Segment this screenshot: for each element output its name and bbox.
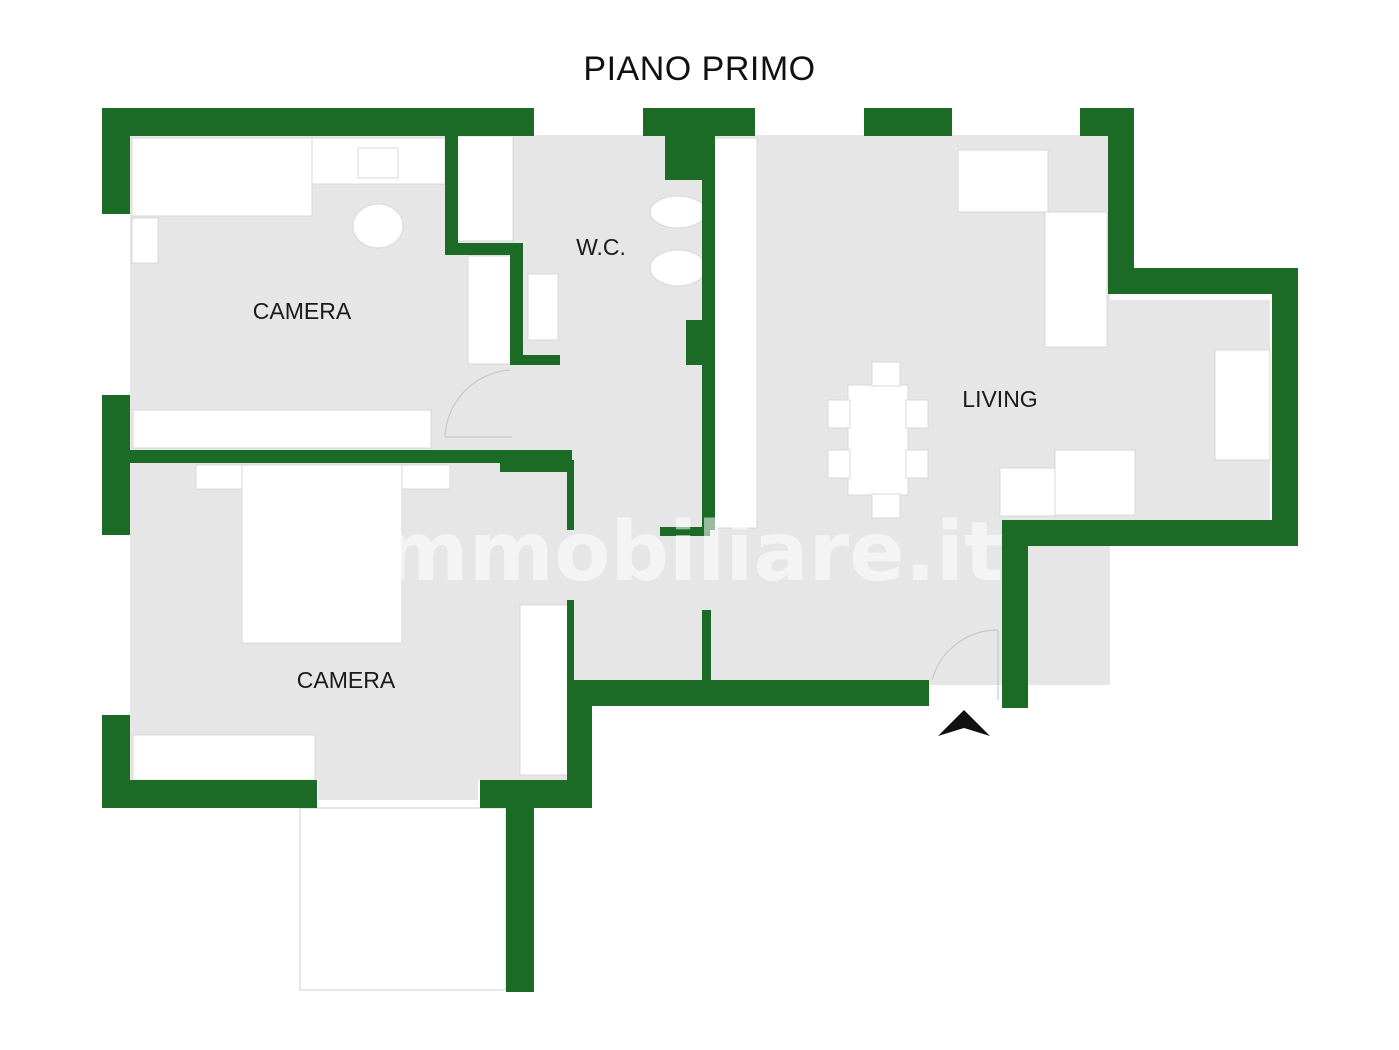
furniture xyxy=(131,135,1271,991)
entrance-arrow-icon xyxy=(938,710,990,736)
door-swings xyxy=(444,369,999,700)
room-label-living: LIVING xyxy=(962,386,1037,412)
walls xyxy=(102,108,1298,992)
room-label-wc: W.C. xyxy=(576,234,626,260)
room-label-camera-bottom: CAMERA xyxy=(297,667,396,693)
floor-title: PIANO PRIMO xyxy=(583,50,816,88)
watermark-text: immobiliare.it xyxy=(355,505,1003,600)
room-label-camera-top: CAMERA xyxy=(253,298,352,324)
